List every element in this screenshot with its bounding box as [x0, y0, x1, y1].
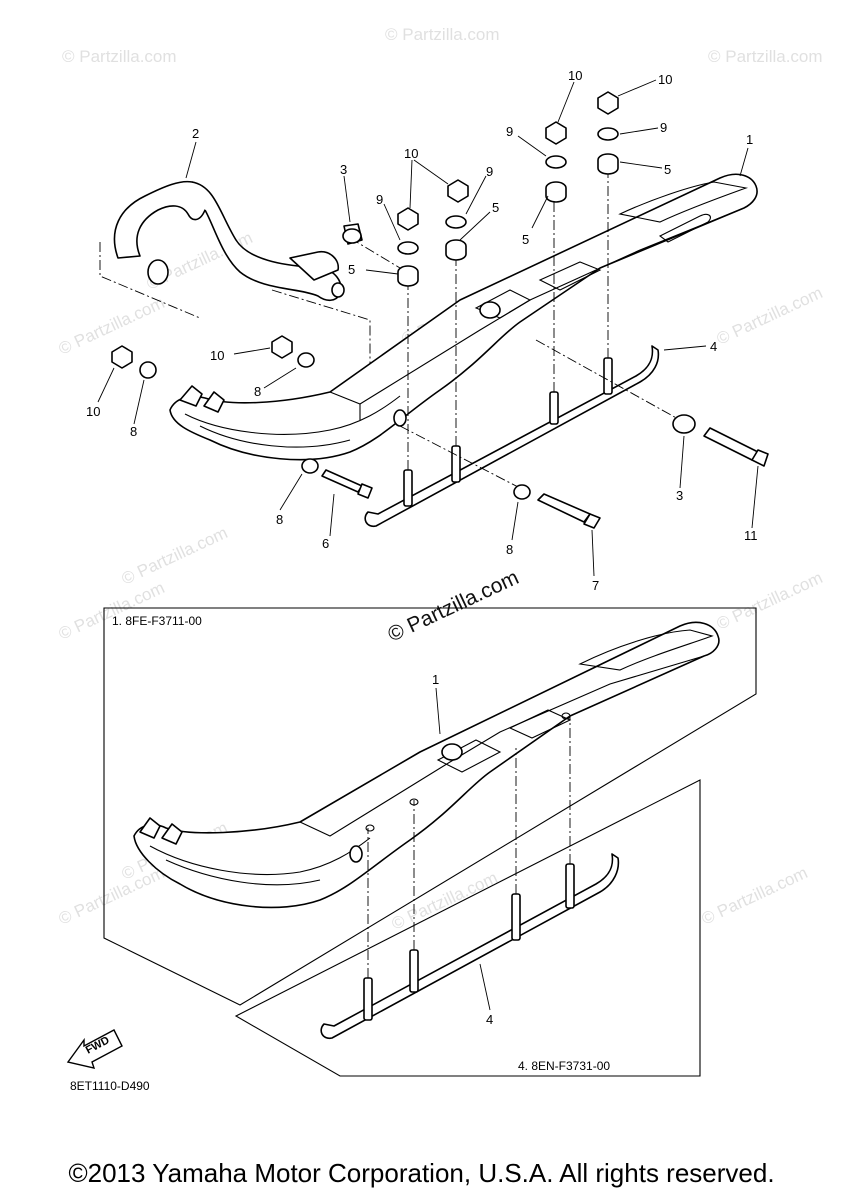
callout-8: 8 — [254, 384, 261, 399]
inset-runner-frame: 4. 8EN-F3731-00 4 — [234, 716, 701, 1077]
callout-4: 4 — [710, 339, 717, 354]
callout-9: 9 — [506, 124, 513, 139]
center-watermark: © Partzilla.com — [384, 566, 522, 647]
ski-part-caption: 1. 8FE-F3711-00 — [112, 614, 202, 628]
callout-10: 10 — [568, 68, 582, 83]
callout-1: 1 — [746, 132, 753, 147]
callout-11: 11 — [744, 528, 758, 543]
watermark-text: © Partzilla.com — [56, 863, 168, 929]
copyright-notice: ©2013 Yamaha Motor Corporation, U.S.A. A… — [68, 1158, 775, 1188]
runner-part-4 — [349, 170, 681, 528]
callout-numbers: 1 2 3 3 4 5 5 5 5 6 7 8 8 8 8 9 9 9 9 10… — [86, 68, 758, 593]
callout-6: 6 — [322, 536, 329, 551]
callout-9: 9 — [486, 164, 493, 179]
callout-10: 10 — [210, 348, 224, 363]
callout-5: 5 — [492, 200, 499, 215]
hardware-group — [111, 91, 769, 529]
callout-10: 10 — [404, 146, 418, 161]
watermark-text: © Partzilla.com — [56, 578, 168, 644]
callout-5: 5 — [522, 232, 529, 247]
watermark-text: © Partzilla.com — [708, 47, 823, 66]
callout-9: 9 — [660, 120, 667, 135]
runner-part-caption: 4. 8EN-F3731-00 — [518, 1059, 610, 1073]
watermark-text: © Partzilla.com — [385, 25, 500, 44]
ski-handle-part-2 — [99, 180, 371, 398]
inset-callout-4: 4 — [486, 1012, 493, 1027]
callout-3: 3 — [340, 162, 347, 177]
watermark-text: © Partzilla.com — [714, 283, 826, 349]
callout-7: 7 — [592, 578, 599, 593]
callout-8: 8 — [130, 424, 137, 439]
watermark-text: © Partzilla.com — [389, 868, 501, 934]
callout-10: 10 — [86, 404, 100, 419]
callout-8: 8 — [506, 542, 513, 557]
callout-3: 3 — [676, 488, 683, 503]
inset-ski-frame: 1. 8FE-F3711-00 1 — [103, 607, 757, 1006]
leader-lines — [97, 79, 759, 577]
watermark-text: © Partzilla.com — [56, 293, 168, 359]
watermark-text: © Partzilla.com — [714, 568, 826, 634]
callout-5: 5 — [664, 162, 671, 177]
watermark-text: © Partzilla.com — [62, 47, 177, 66]
diagram-code: 8ET1110-D490 — [70, 1079, 150, 1093]
inset-callout-1: 1 — [432, 672, 439, 687]
exploded-parts-diagram: © Partzilla.com © Partzilla.com © Partzi… — [56, 25, 826, 1093]
watermark-text: © Partzilla.com — [119, 523, 231, 589]
callout-8: 8 — [276, 512, 283, 527]
upper-exploded-view: 1 2 3 3 4 5 5 5 5 6 7 8 8 8 8 9 9 9 9 10… — [86, 68, 769, 593]
callout-2: 2 — [192, 126, 199, 141]
watermark-text: © Partzilla.com — [699, 863, 811, 929]
fwd-arrow-icon: FWD — [66, 1029, 123, 1069]
callout-5: 5 — [348, 262, 355, 277]
callout-9: 9 — [376, 192, 383, 207]
ski-body-part-1 — [169, 173, 758, 461]
callout-10: 10 — [658, 72, 672, 87]
